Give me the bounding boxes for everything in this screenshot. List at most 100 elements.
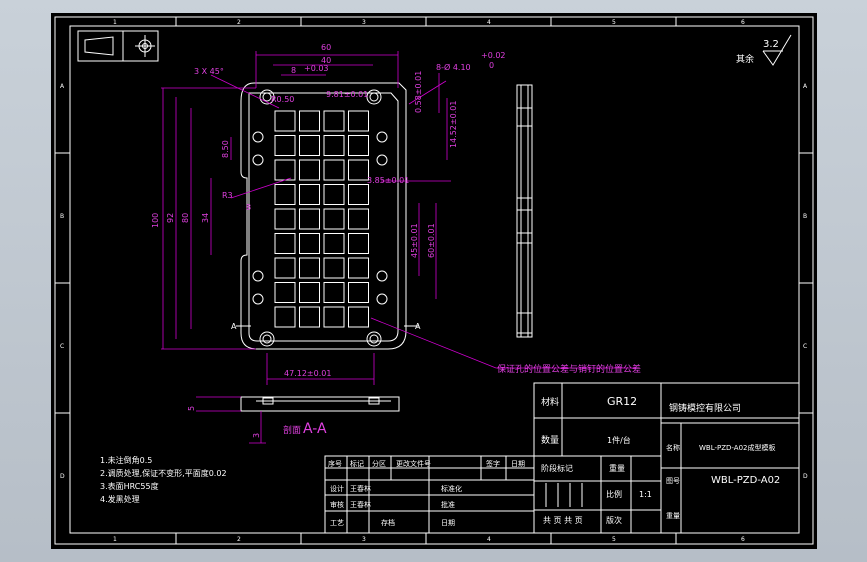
svg-text:3.2: 3.2 — [763, 39, 779, 50]
svg-text:WBL-PZD-A02成型模板: WBL-PZD-A02成型模板 — [699, 443, 776, 452]
svg-text:标记: 标记 — [350, 459, 364, 468]
pocket — [274, 184, 296, 205]
svg-text:1: 1 — [113, 536, 117, 543]
svg-text:60: 60 — [321, 43, 331, 52]
svg-text:日期: 日期 — [511, 460, 525, 468]
svg-text:4: 4 — [487, 536, 491, 543]
svg-text:5: 5 — [612, 19, 616, 26]
section-view: 剖面 A-A — [196, 396, 400, 444]
svg-text:材料: 材料 — [541, 396, 559, 408]
svg-text:92: 92 — [166, 213, 175, 223]
svg-text:34: 34 — [201, 213, 210, 223]
svg-text:0: 0 — [489, 61, 494, 70]
svg-text:2.调质处理,保证不变形,平面度0.02: 2.调质处理,保证不变形,平面度0.02 — [100, 468, 227, 478]
svg-text:3: 3 — [252, 433, 261, 438]
svg-text:1件/台: 1件/台 — [607, 435, 631, 445]
pocket — [348, 159, 369, 181]
svg-text:分区: 分区 — [372, 459, 386, 468]
svg-text:重量: 重量 — [666, 512, 680, 520]
pocket — [299, 257, 320, 279]
svg-text:存档: 存档 — [381, 518, 395, 527]
border-marks — [55, 17, 813, 544]
pocket — [299, 282, 320, 303]
svg-text:8: 8 — [246, 203, 251, 212]
pocket — [299, 159, 320, 181]
svg-text:14.52±0.01: 14.52±0.01 — [449, 101, 458, 148]
svg-text:其余: 其余 — [736, 53, 754, 65]
svg-text:审核: 审核 — [330, 500, 344, 509]
svg-text:3: 3 — [362, 536, 366, 543]
svg-text:8.50: 8.50 — [221, 140, 230, 158]
svg-text:R0.50: R0.50 — [271, 95, 294, 104]
svg-text:8: 8 — [291, 66, 296, 75]
svg-text:批准: 批准 — [441, 500, 455, 509]
svg-text:6: 6 — [741, 19, 745, 26]
tolerance-note: 保证孔的位置公差与销钉的位置公差 — [497, 363, 641, 375]
svg-text:阶段标记: 阶段标记 — [541, 463, 573, 473]
pocket — [323, 135, 345, 156]
svg-text:WBL-PZD-A02: WBL-PZD-A02 — [711, 475, 780, 486]
pocket — [274, 135, 296, 156]
pocket — [299, 208, 320, 230]
svg-text:C: C — [60, 343, 64, 350]
svg-text:47.12±0.01: 47.12±0.01 — [284, 369, 331, 378]
svg-text:数量: 数量 — [541, 434, 559, 446]
svg-text:3.表面HRC55度: 3.表面HRC55度 — [100, 481, 159, 491]
pocket — [299, 135, 320, 156]
svg-text:2: 2 — [237, 19, 241, 26]
svg-text:共 页 共 页: 共 页 共 页 — [543, 516, 583, 525]
svg-text:设计: 设计 — [330, 484, 344, 493]
surface-finish-symbol: 3.2 其余 — [736, 34, 792, 66]
svg-text:A: A — [231, 322, 237, 331]
svg-text:A: A — [803, 83, 808, 90]
svg-text:80: 80 — [181, 213, 190, 223]
svg-text:60±0.01: 60±0.01 — [427, 223, 436, 258]
svg-text:标准化: 标准化 — [441, 484, 462, 493]
svg-text:1:1: 1:1 — [639, 490, 652, 499]
pocket — [323, 184, 345, 205]
svg-text:版次: 版次 — [606, 515, 622, 525]
svg-text:3 X 45°: 3 X 45° — [194, 67, 224, 76]
svg-text:3.85±0.01: 3.85±0.01 — [367, 176, 409, 185]
svg-text:5: 5 — [187, 406, 196, 411]
svg-text:GR12: GR12 — [607, 395, 637, 408]
svg-text:签字: 签字 — [486, 459, 500, 468]
svg-text:1.未注倒角0.5: 1.未注倒角0.5 — [100, 455, 152, 465]
svg-text:A: A — [60, 83, 65, 90]
pocket — [274, 306, 296, 328]
pocket — [323, 306, 345, 328]
pocket — [299, 184, 320, 205]
svg-text:B: B — [803, 213, 807, 220]
svg-text:9.81±0.01: 9.81±0.01 — [326, 90, 368, 99]
svg-text:1: 1 — [113, 19, 117, 26]
svg-text:D: D — [60, 473, 65, 480]
plate-top-view — [236, 82, 419, 350]
dimension-texts: 60 40 8 +0.03 3 X 45° R0.50 9.81±0.01 +0… — [151, 43, 506, 438]
svg-text:更改文件号: 更改文件号 — [396, 459, 431, 468]
svg-text:100: 100 — [151, 213, 160, 228]
svg-text:图号: 图号 — [666, 477, 680, 485]
pocket — [323, 282, 345, 303]
pocket — [348, 135, 369, 156]
outer-frame — [54, 16, 814, 545]
pocket — [348, 233, 369, 254]
pocket — [274, 159, 296, 181]
svg-text:2: 2 — [237, 536, 241, 543]
svg-text:钢铸模控有限公司: 钢铸模控有限公司 — [669, 402, 741, 414]
svg-text:序号: 序号 — [328, 459, 342, 468]
pocket — [274, 110, 296, 132]
pocket — [299, 306, 320, 328]
pocket-grid — [274, 110, 369, 328]
pocket — [323, 159, 345, 181]
svg-text:B: B — [60, 213, 64, 220]
svg-text:日期: 日期 — [441, 519, 455, 527]
pocket — [348, 257, 369, 279]
pocket — [348, 184, 369, 205]
svg-text:0.58±0.01: 0.58±0.01 — [414, 71, 423, 113]
svg-text:6: 6 — [741, 536, 745, 543]
svg-text:重量: 重量 — [609, 463, 625, 473]
projection-symbol — [77, 30, 159, 62]
